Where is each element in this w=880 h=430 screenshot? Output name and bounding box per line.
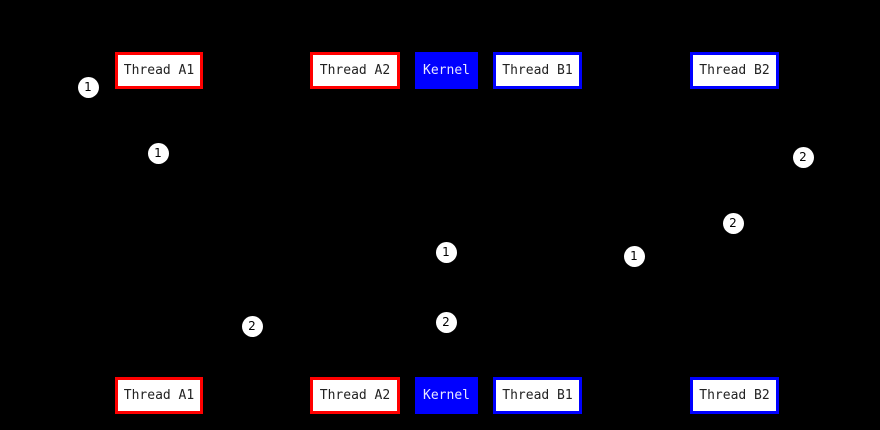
participant-label: Thread A1 [123,63,195,78]
participant-label: Thread B2 [699,63,770,78]
step-badge: 2 [792,146,814,168]
step-badge: 1 [147,142,169,164]
participant-top-thread-a2[interactable]: Thread A2 [310,52,400,89]
participant-label: Thread A2 [319,63,391,78]
participant-label: Thread B2 [699,388,770,403]
step-badge: 1 [77,76,99,98]
participant-bottom-thread-b2[interactable]: Thread B2 [690,377,779,414]
participant-top-kernel[interactable]: Kernel [415,52,478,89]
participant-label: Kernel [423,388,470,403]
lifeline-thread-b1 [537,89,538,377]
participant-bottom-kernel[interactable]: Kernel [415,377,478,414]
participant-label: Thread B1 [502,388,573,403]
participant-label: Kernel [423,63,470,78]
participant-top-thread-b2[interactable]: Thread B2 [690,52,779,89]
step-badge: 1 [435,241,457,263]
lifeline-thread-a2 [355,89,356,377]
participant-label: Thread A2 [319,388,391,403]
step-badge: 1 [623,245,645,267]
step-badge: 2 [435,311,457,333]
lifeline-thread-a1 [159,89,160,377]
participant-top-thread-a1[interactable]: Thread A1 [115,52,203,89]
participant-top-thread-b1[interactable]: Thread B1 [493,52,582,89]
participant-label: Thread B1 [502,63,573,78]
participant-bottom-thread-b1[interactable]: Thread B1 [493,377,582,414]
participant-bottom-thread-a2[interactable]: Thread A2 [310,377,400,414]
lifeline-kernel [446,89,447,377]
step-badge: 2 [722,212,744,234]
step-badge: 2 [241,315,263,337]
participant-bottom-thread-a1[interactable]: Thread A1 [115,377,203,414]
participant-label: Thread A1 [123,388,195,403]
